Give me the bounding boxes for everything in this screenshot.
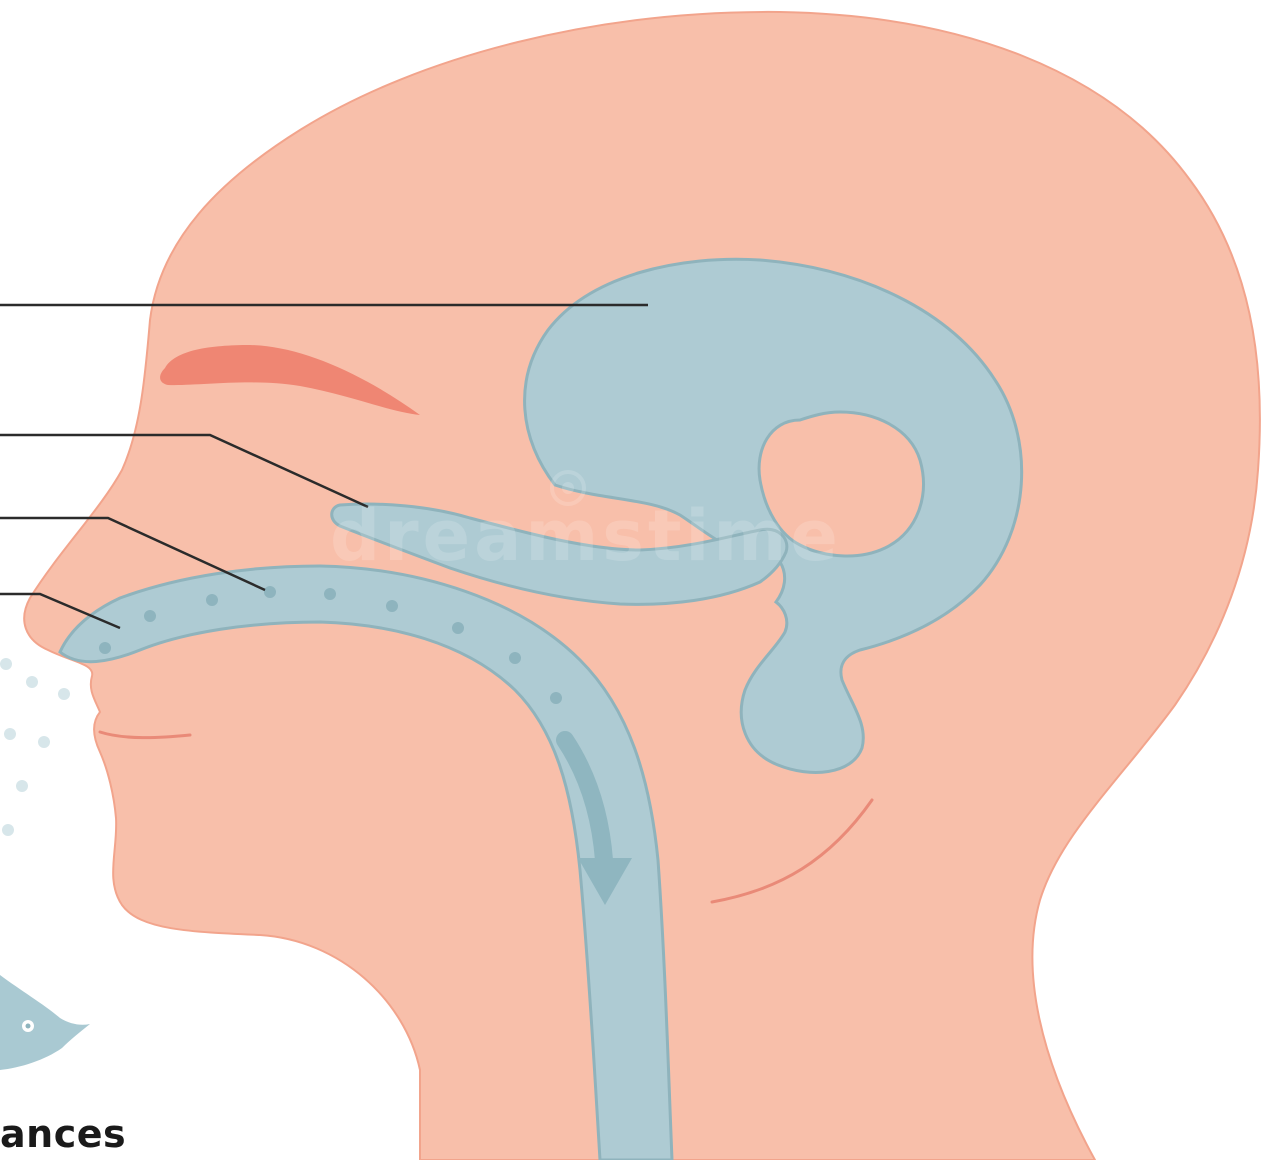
particle: [26, 676, 38, 688]
particle: [4, 728, 16, 740]
inhaled-particles: [0, 658, 70, 836]
caption-partial-text: ances: [0, 1112, 126, 1156]
fish-icon: [0, 975, 90, 1070]
particle: [16, 780, 28, 792]
particle: [550, 692, 562, 704]
particle: [38, 736, 50, 748]
particle: [264, 586, 276, 598]
watermark-text: dreamstime: [330, 495, 842, 577]
particle: [206, 594, 218, 606]
particle: [0, 658, 12, 670]
particle: [58, 688, 70, 700]
particle: [386, 600, 398, 612]
particle: [452, 622, 464, 634]
particle: [144, 610, 156, 622]
particle: [509, 652, 521, 664]
particle: [2, 824, 14, 836]
particle: [99, 642, 111, 654]
particle: [324, 588, 336, 600]
